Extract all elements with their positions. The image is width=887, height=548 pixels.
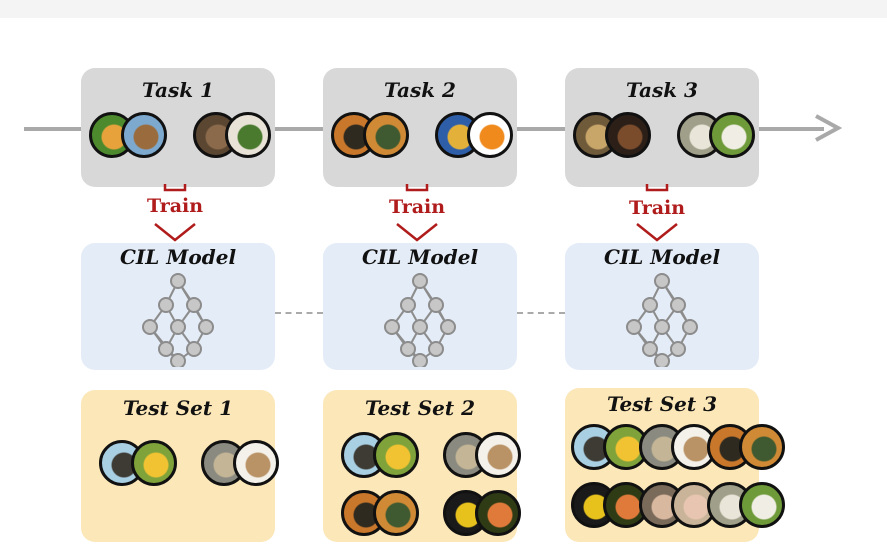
tiger-face-icon (739, 424, 785, 470)
network-node (170, 273, 186, 289)
pug-icon (671, 424, 717, 470)
network-icon (626, 273, 698, 367)
sheep-icon (709, 112, 755, 158)
pug-icon (233, 440, 279, 486)
network-node (412, 353, 428, 367)
task-box-2: Task 2 (323, 68, 517, 187)
network-node (400, 297, 416, 313)
model-title: CIL Model (119, 245, 237, 269)
chimpanzee-icon (605, 112, 651, 158)
model-box-2: CIL Model (323, 243, 517, 370)
train-label: Train (628, 197, 686, 219)
task-title: Task 2 (384, 78, 456, 102)
robin-bird-icon (121, 112, 167, 158)
network-node (654, 273, 670, 289)
dashed-connector (517, 312, 565, 314)
train-label: Train (146, 195, 204, 217)
test-set-title: Test Set 1 (122, 396, 234, 420)
network-node (428, 297, 444, 313)
task-title: Task 1 (142, 78, 214, 102)
train-label: Train (388, 196, 446, 218)
network-node (412, 273, 428, 289)
model-box-1: CIL Model (81, 243, 275, 370)
network-node (170, 353, 186, 367)
dashed-connector (275, 312, 323, 314)
test-set-title: Test Set 2 (364, 396, 476, 420)
network-node (654, 353, 670, 367)
network-node (428, 341, 444, 357)
model-title: CIL Model (361, 245, 479, 269)
task-title: Task 3 (626, 78, 698, 102)
test-set-box-3: Test Set 3 (565, 388, 785, 542)
network-node (384, 319, 400, 335)
train-arrow-icon (636, 184, 678, 242)
pug-icon (475, 432, 521, 478)
tiger-face-icon (363, 112, 409, 158)
tiger-face-icon (373, 490, 419, 536)
network-node (626, 319, 642, 335)
network-node (158, 297, 174, 313)
network-node (440, 319, 456, 335)
clownfish-icon (475, 490, 521, 536)
top-bar (0, 0, 887, 18)
network-node (198, 319, 214, 335)
network-node (400, 341, 416, 357)
network-node (670, 297, 686, 313)
network-node (642, 297, 658, 313)
model-box-3: CIL Model (565, 243, 759, 370)
goldfish-icon (467, 112, 513, 158)
sheep-icon (739, 482, 785, 528)
model-title: CIL Model (603, 245, 721, 269)
network-node (170, 319, 186, 335)
train-arrow-icon (396, 184, 438, 242)
network-icon (142, 273, 214, 367)
network-node (158, 341, 174, 357)
test-set-box-2: Test Set 2 (323, 390, 521, 542)
arrowhead-icon (815, 114, 842, 142)
eagle-icon (373, 432, 419, 478)
network-node (654, 319, 670, 335)
eagle-icon (131, 440, 177, 486)
network-node (642, 341, 658, 357)
test-set-box-1: Test Set 1 (81, 390, 279, 542)
task-box-1: Task 1 (81, 68, 275, 187)
network-node (682, 319, 698, 335)
network-node (412, 319, 428, 335)
bulldog-icon (225, 112, 271, 158)
network-node (186, 297, 202, 313)
train-arrow-icon (154, 184, 196, 242)
network-icon (384, 273, 456, 367)
test-set-title: Test Set 3 (606, 392, 718, 416)
network-node (186, 341, 202, 357)
task-box-3: Task 3 (565, 68, 759, 187)
network-node (670, 341, 686, 357)
network-node (142, 319, 158, 335)
